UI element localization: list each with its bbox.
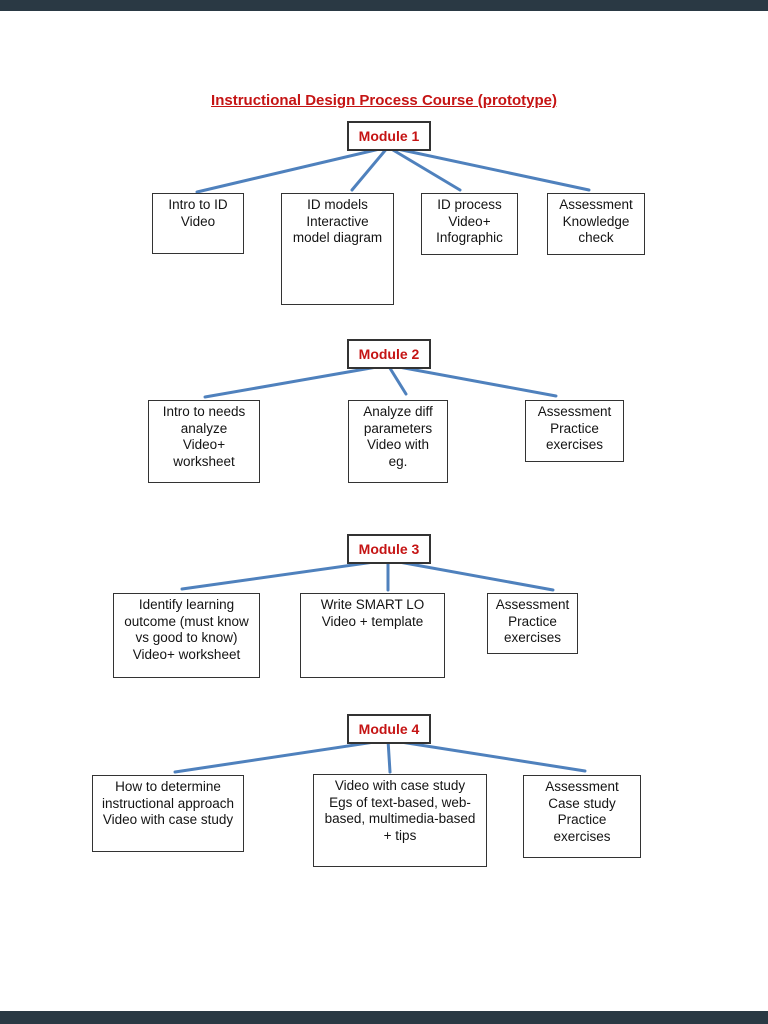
module-4-label-box: Module 4 bbox=[347, 714, 431, 744]
module-2-topic-3: Assessment Practice exercises bbox=[525, 400, 624, 462]
module-4-connectors bbox=[173, 738, 587, 774]
module-4-topic-1: How to determine instructional approach … bbox=[92, 775, 244, 852]
module-2-label-box: Module 2 bbox=[347, 339, 431, 369]
module-2-topic-1: Intro to needs analyze Video+ worksheet bbox=[148, 400, 260, 483]
viewer-bottom-bar bbox=[0, 1011, 768, 1024]
module-1-topic-4: Assessment Knowledge check bbox=[547, 193, 645, 255]
page-title: Instructional Design Process Course (pro… bbox=[211, 92, 557, 109]
module-1-topic-3: ID process Video+ Infographic bbox=[421, 193, 518, 255]
module-1-connectors bbox=[195, 145, 591, 194]
module-4-topic-2: Video with case study Egs of text-based,… bbox=[313, 774, 487, 867]
module-2-topic-2: Analyze diff parameters Video with eg. bbox=[348, 400, 448, 483]
module-1-label-box: Module 1 bbox=[347, 121, 431, 151]
module-1-topic-2: ID models Interactive model diagram bbox=[281, 193, 394, 305]
module-3-label-box: Module 3 bbox=[347, 534, 431, 564]
module-3-topic-3: Assessment Practice exercises bbox=[487, 593, 578, 654]
module-4-topic-3: Assessment Case study Practice exercises bbox=[523, 775, 641, 858]
viewer-top-bar bbox=[0, 0, 768, 11]
module-3-connectors bbox=[180, 558, 555, 592]
module-1-topic-1: Intro to ID Video bbox=[152, 193, 244, 254]
module-2-connectors bbox=[203, 363, 558, 399]
module-3-topic-1: Identify learning outcome (must know vs … bbox=[113, 593, 260, 678]
module-3-topic-2: Write SMART LO Video + template bbox=[300, 593, 445, 678]
